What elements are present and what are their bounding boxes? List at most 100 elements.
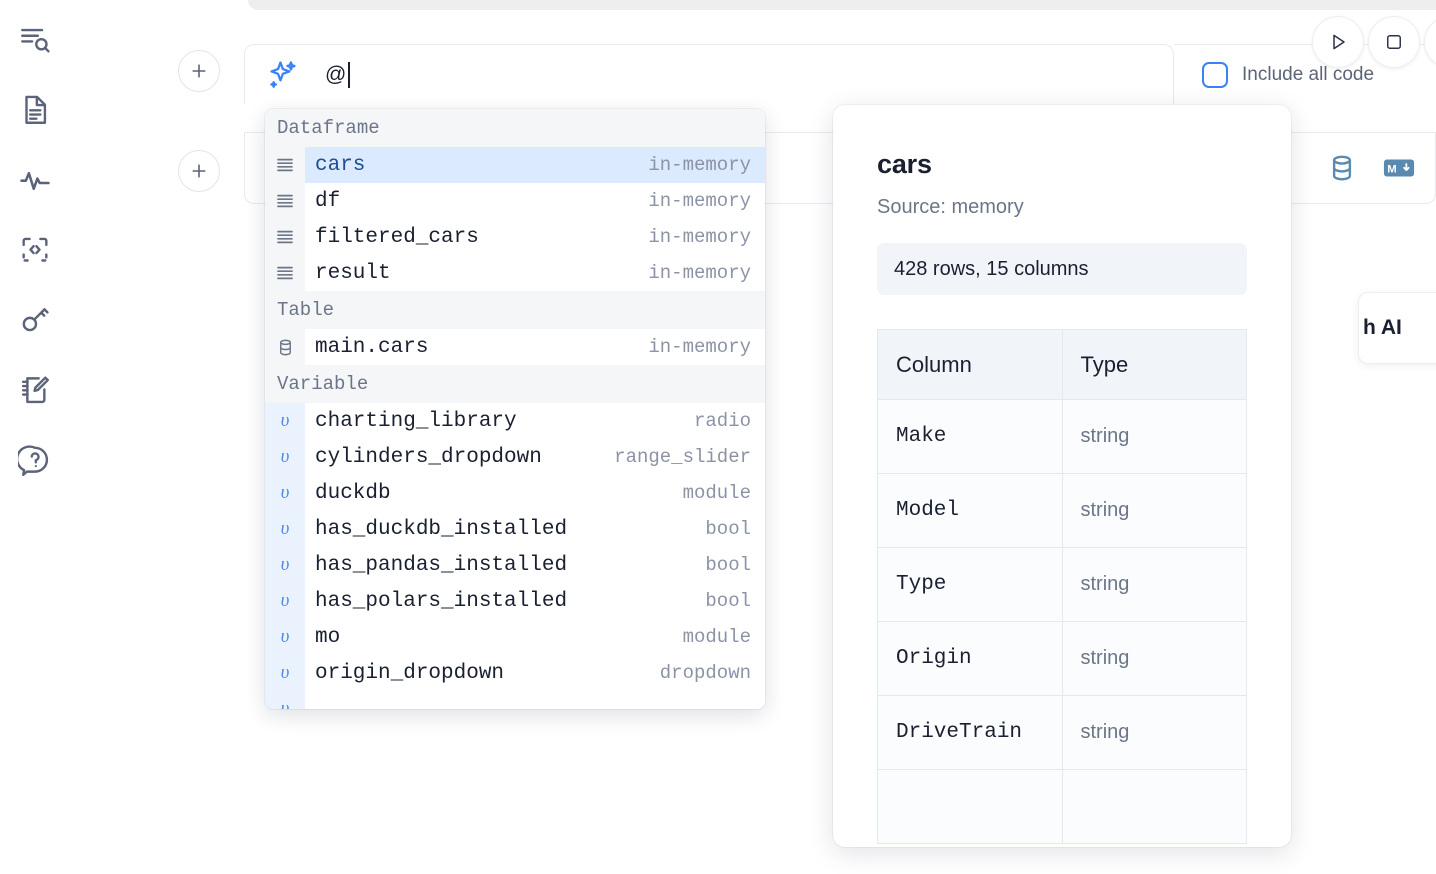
autocomplete-section-header: Table [265, 291, 765, 329]
dataframe-rows-icon [265, 183, 305, 219]
variable-upsilon-icon: υ [265, 583, 305, 619]
preview-title: cars [877, 149, 932, 179]
autocomplete-item[interactable]: υ charting_library radio [265, 403, 765, 439]
autocomplete-item-name: cars [315, 153, 366, 177]
generate-with-ai-label: h AI [1363, 316, 1402, 339]
autocomplete-item[interactable]: result in-memory [265, 255, 765, 291]
autocomplete-item[interactable]: υ has_pandas_installed bool [265, 547, 765, 583]
autocomplete-item-type: in-memory [648, 190, 751, 212]
help-chat-icon[interactable] [13, 438, 57, 482]
include-all-code-checkbox[interactable] [1202, 61, 1228, 88]
table-header-row: Column Type [877, 329, 1247, 400]
stop-button[interactable] [1368, 16, 1420, 68]
autocomplete-item-name: charting_library [315, 409, 517, 433]
svg-text:M: M [1387, 164, 1396, 176]
variable-upsilon-icon: υ [265, 439, 305, 475]
preview-shape-badge: 428 rows, 15 columns [877, 243, 1247, 295]
database-sql-icon[interactable] [1327, 153, 1357, 183]
schema-column-type: string [1061, 621, 1247, 696]
schema-column-type: string [1061, 695, 1247, 770]
ai-prompt-value: @ [325, 62, 347, 86]
autocomplete-item-type: dropdown [659, 662, 751, 684]
autocomplete-item-type: in-memory [648, 226, 751, 248]
autocomplete-item-type: in-memory [648, 154, 751, 176]
autocomplete-item-name: cylinders_dropdown [315, 445, 542, 469]
schema-column-name: DriveTrain [877, 695, 1063, 770]
ai-prompt-input[interactable]: @ [303, 45, 1173, 104]
include-all-code-label: Include all code [1242, 63, 1375, 85]
variable-upsilon-icon: υ [265, 547, 305, 583]
autocomplete-section-header: Dataframe [265, 109, 765, 147]
autocomplete-item-name: duckdb [315, 481, 391, 505]
autocomplete-item[interactable]: υ cylinders_dropdown range_slider [265, 439, 765, 475]
file-document-icon[interactable] [13, 88, 57, 132]
schema-column-name: Origin [877, 621, 1063, 696]
schema-column-name: Make [877, 399, 1063, 474]
schema-column-type: string [1061, 473, 1247, 548]
variable-upsilon-icon: υ [265, 691, 305, 709]
scratchpad-edit-icon[interactable] [13, 368, 57, 412]
autocomplete-item[interactable]: υ has_polars_installed bool [265, 583, 765, 619]
left-sidebar [0, 0, 70, 874]
run-button[interactable] [1312, 16, 1364, 68]
schema-column-name [877, 769, 1063, 844]
autocomplete-item[interactable]: υ has_duckdb_installed bool [265, 511, 765, 547]
cell-language-icons: M [1327, 153, 1415, 183]
autocomplete-item-name: result [315, 261, 391, 285]
autocomplete-item-type: in-memory [648, 262, 751, 284]
schema-column-type [1061, 769, 1247, 844]
autocomplete-item[interactable]: cars in-memory [265, 147, 765, 183]
variable-upsilon-icon: υ [265, 475, 305, 511]
secrets-key-icon[interactable] [13, 298, 57, 342]
markdown-icon[interactable]: M [1383, 156, 1415, 180]
autocomplete-section-header: Variable [265, 365, 765, 403]
autocomplete-item-type: bool [705, 554, 751, 576]
variable-upsilon-icon: υ [265, 655, 305, 691]
dataframe-rows-icon [265, 219, 305, 255]
autocomplete-item[interactable]: υ [265, 691, 765, 709]
schema-column-name: Model [877, 473, 1063, 548]
activity-pulse-icon[interactable] [13, 158, 57, 202]
ai-prompt-bar[interactable]: @ [244, 44, 1174, 104]
variable-upsilon-icon: υ [265, 511, 305, 547]
autocomplete-item-type: radio [693, 410, 751, 432]
text-caret [347, 61, 350, 88]
dataset-preview-panel: cars Source: memory 428 rows, 15 columns… [833, 105, 1291, 847]
snippets-code-icon[interactable] [13, 228, 57, 272]
preview-source: Source: memory [877, 196, 1024, 218]
autocomplete-item-name: has_duckdb_installed [315, 517, 568, 541]
variable-upsilon-icon: υ [265, 403, 305, 439]
include-all-code-row: Include all code [1174, 44, 1436, 104]
autocomplete-item-type: bool [705, 518, 751, 540]
variable-upsilon-icon: υ [265, 619, 305, 655]
table-row [877, 769, 1247, 844]
add-cell-button-top[interactable] [178, 50, 220, 92]
schema-column-name: Type [877, 547, 1063, 622]
autocomplete-item-type: range_slider [614, 446, 751, 468]
autocomplete-item-name: has_polars_installed [315, 589, 568, 613]
schema-column-type: string [1061, 399, 1247, 474]
generate-with-ai-card[interactable]: h AI [1358, 292, 1436, 364]
autocomplete-item-name: has_pandas_installed [315, 553, 568, 577]
schema-column-type: string [1061, 547, 1247, 622]
explore-outline-icon[interactable] [13, 18, 57, 62]
dataframe-rows-icon [265, 147, 305, 183]
autocomplete-item-name: mo [315, 625, 341, 649]
dataframe-rows-icon [265, 255, 305, 291]
autocomplete-item-type: in-memory [648, 336, 751, 358]
autocomplete-item-type: bool [705, 590, 751, 612]
add-cell-button-bottom[interactable] [178, 150, 220, 192]
